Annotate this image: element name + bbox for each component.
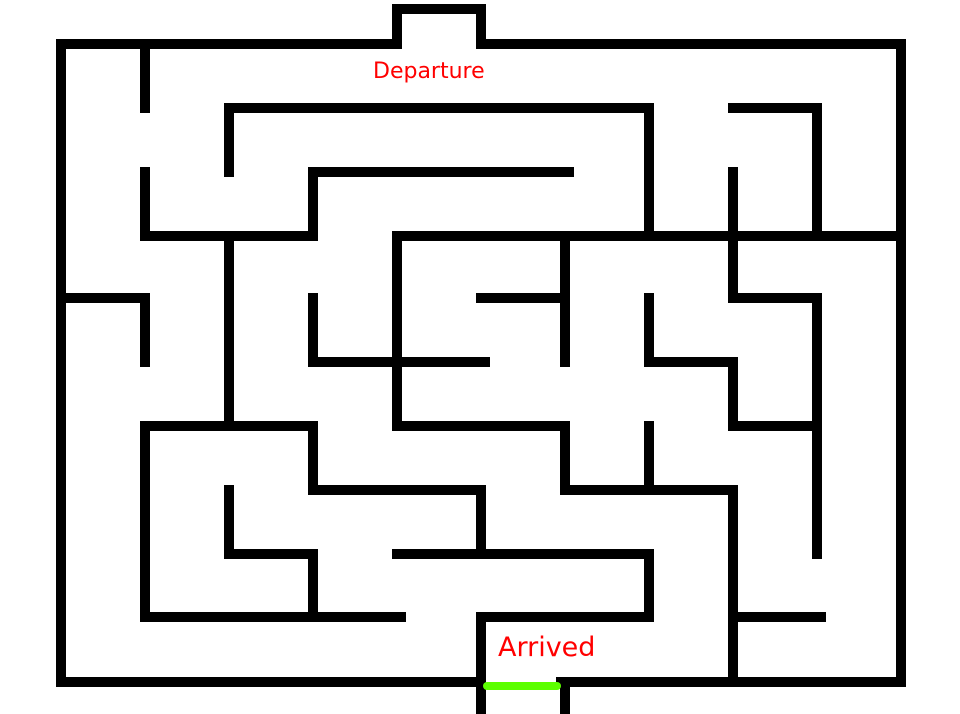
departure-label: Departure — [373, 59, 485, 84]
maze-walls — [56, 4, 906, 714]
arrived-label: Arrived — [498, 632, 596, 663]
